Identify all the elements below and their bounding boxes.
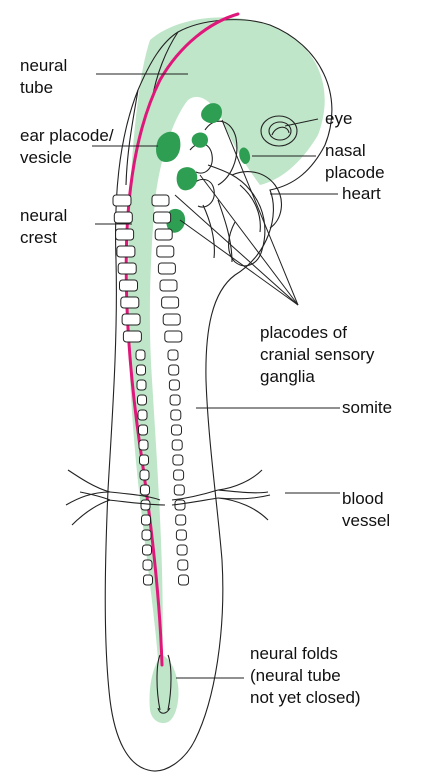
label-cranial-placodes-line1: placodes of xyxy=(260,322,374,344)
somite-right-lower-11 xyxy=(176,515,186,525)
label-blood-vessel-line1: blood xyxy=(342,488,390,510)
blood-vessels xyxy=(66,470,270,525)
somite-right-lower-5 xyxy=(172,425,182,435)
placode-mid xyxy=(177,167,198,190)
label-heart: heart xyxy=(342,183,381,205)
label-cranial-placodes-line3: ganglia xyxy=(260,366,374,388)
somite-left-2 xyxy=(116,229,134,240)
somite-left-lower-1 xyxy=(137,365,146,375)
somite-left-lower-10 xyxy=(141,500,150,510)
somite-right-lower-2 xyxy=(169,380,179,390)
somite-left-3 xyxy=(117,246,135,257)
label-somite: somite xyxy=(342,397,392,419)
label-nasal-placode-line1: nasal xyxy=(325,140,385,162)
label-nasal-placode: nasal placode xyxy=(325,140,385,184)
label-heart-line1: heart xyxy=(342,183,381,205)
placode-upper xyxy=(201,103,222,123)
label-ear-placode-line1: ear placode/ xyxy=(20,125,114,147)
somite-right-lower-12 xyxy=(176,530,186,540)
somite-left-5 xyxy=(120,280,138,291)
somite-right-5 xyxy=(160,280,177,291)
somite-left-7 xyxy=(122,314,140,325)
somite-right-lower-6 xyxy=(172,440,182,450)
somite-right-lower-14 xyxy=(178,560,188,570)
label-cranial-placodes-line2: cranial sensory xyxy=(260,344,374,366)
somite-right-lower-8 xyxy=(174,470,184,480)
somite-right-1 xyxy=(154,212,171,223)
label-neural-tube-line2: tube xyxy=(20,77,67,99)
somite-left-lower-8 xyxy=(140,470,149,480)
somite-left-lower-7 xyxy=(140,455,149,465)
somite-right-lower-9 xyxy=(174,485,184,495)
label-neural-folds: neural folds (neural tube not yet closed… xyxy=(250,643,361,709)
somite-right-8 xyxy=(165,331,182,342)
somite-right-lower-0 xyxy=(168,350,178,360)
somite-right-2 xyxy=(155,229,172,240)
label-neural-crest: neural crest xyxy=(20,205,67,249)
somite-left-4 xyxy=(118,263,136,274)
label-ear-placode-line2: vesicle xyxy=(20,147,114,169)
somite-left-lower-11 xyxy=(142,515,151,525)
somite-left-1 xyxy=(114,212,132,223)
label-neural-folds-line1: neural folds xyxy=(250,643,361,665)
somite-left-lower-3 xyxy=(138,395,147,405)
somite-left-8 xyxy=(123,331,141,342)
label-nasal-placode-line2: placode xyxy=(325,162,385,184)
somite-left-lower-15 xyxy=(144,575,153,585)
label-eye: eye xyxy=(325,108,352,130)
label-blood-vessel-line2: vessel xyxy=(342,510,390,532)
label-eye-line1: eye xyxy=(325,108,352,130)
somite-right-4 xyxy=(158,263,175,274)
somite-right-3 xyxy=(157,246,174,257)
somite-right-lower-1 xyxy=(169,365,179,375)
label-ear-placode: ear placode/ vesicle xyxy=(20,125,114,169)
somite-left-lower-13 xyxy=(143,545,152,555)
somite-left-lower-4 xyxy=(138,410,147,420)
somite-left-lower-6 xyxy=(139,440,148,450)
somite-right-0 xyxy=(152,195,169,206)
somite-left-lower-5 xyxy=(139,425,148,435)
label-blood-vessel: blood vessel xyxy=(342,488,390,532)
label-neural-tube: neural tube xyxy=(20,55,67,99)
somite-right-lower-15 xyxy=(179,575,189,585)
label-neural-crest-line1: neural xyxy=(20,205,67,227)
somite-right-lower-7 xyxy=(173,455,183,465)
somite-right-6 xyxy=(162,297,179,308)
somite-right-lower-3 xyxy=(170,395,180,405)
label-neural-crest-line2: crest xyxy=(20,227,67,249)
somite-left-lower-2 xyxy=(137,380,146,390)
somite-right-7 xyxy=(163,314,180,325)
label-neural-tube-line1: neural xyxy=(20,55,67,77)
somite-right-lower-4 xyxy=(171,410,181,420)
label-neural-folds-line2: (neural tube xyxy=(250,665,361,687)
somite-left-lower-14 xyxy=(143,560,152,570)
somite-left-0 xyxy=(113,195,131,206)
somite-left-lower-0 xyxy=(136,350,145,360)
label-cranial-placodes: placodes of cranial sensory ganglia xyxy=(260,322,374,388)
somite-left-lower-9 xyxy=(141,485,150,495)
label-neural-folds-line3: not yet closed) xyxy=(250,687,361,709)
somite-left-6 xyxy=(121,297,139,308)
somite-right-lower-13 xyxy=(177,545,187,555)
somite-left-lower-12 xyxy=(142,530,151,540)
label-somite-line1: somite xyxy=(342,397,392,419)
